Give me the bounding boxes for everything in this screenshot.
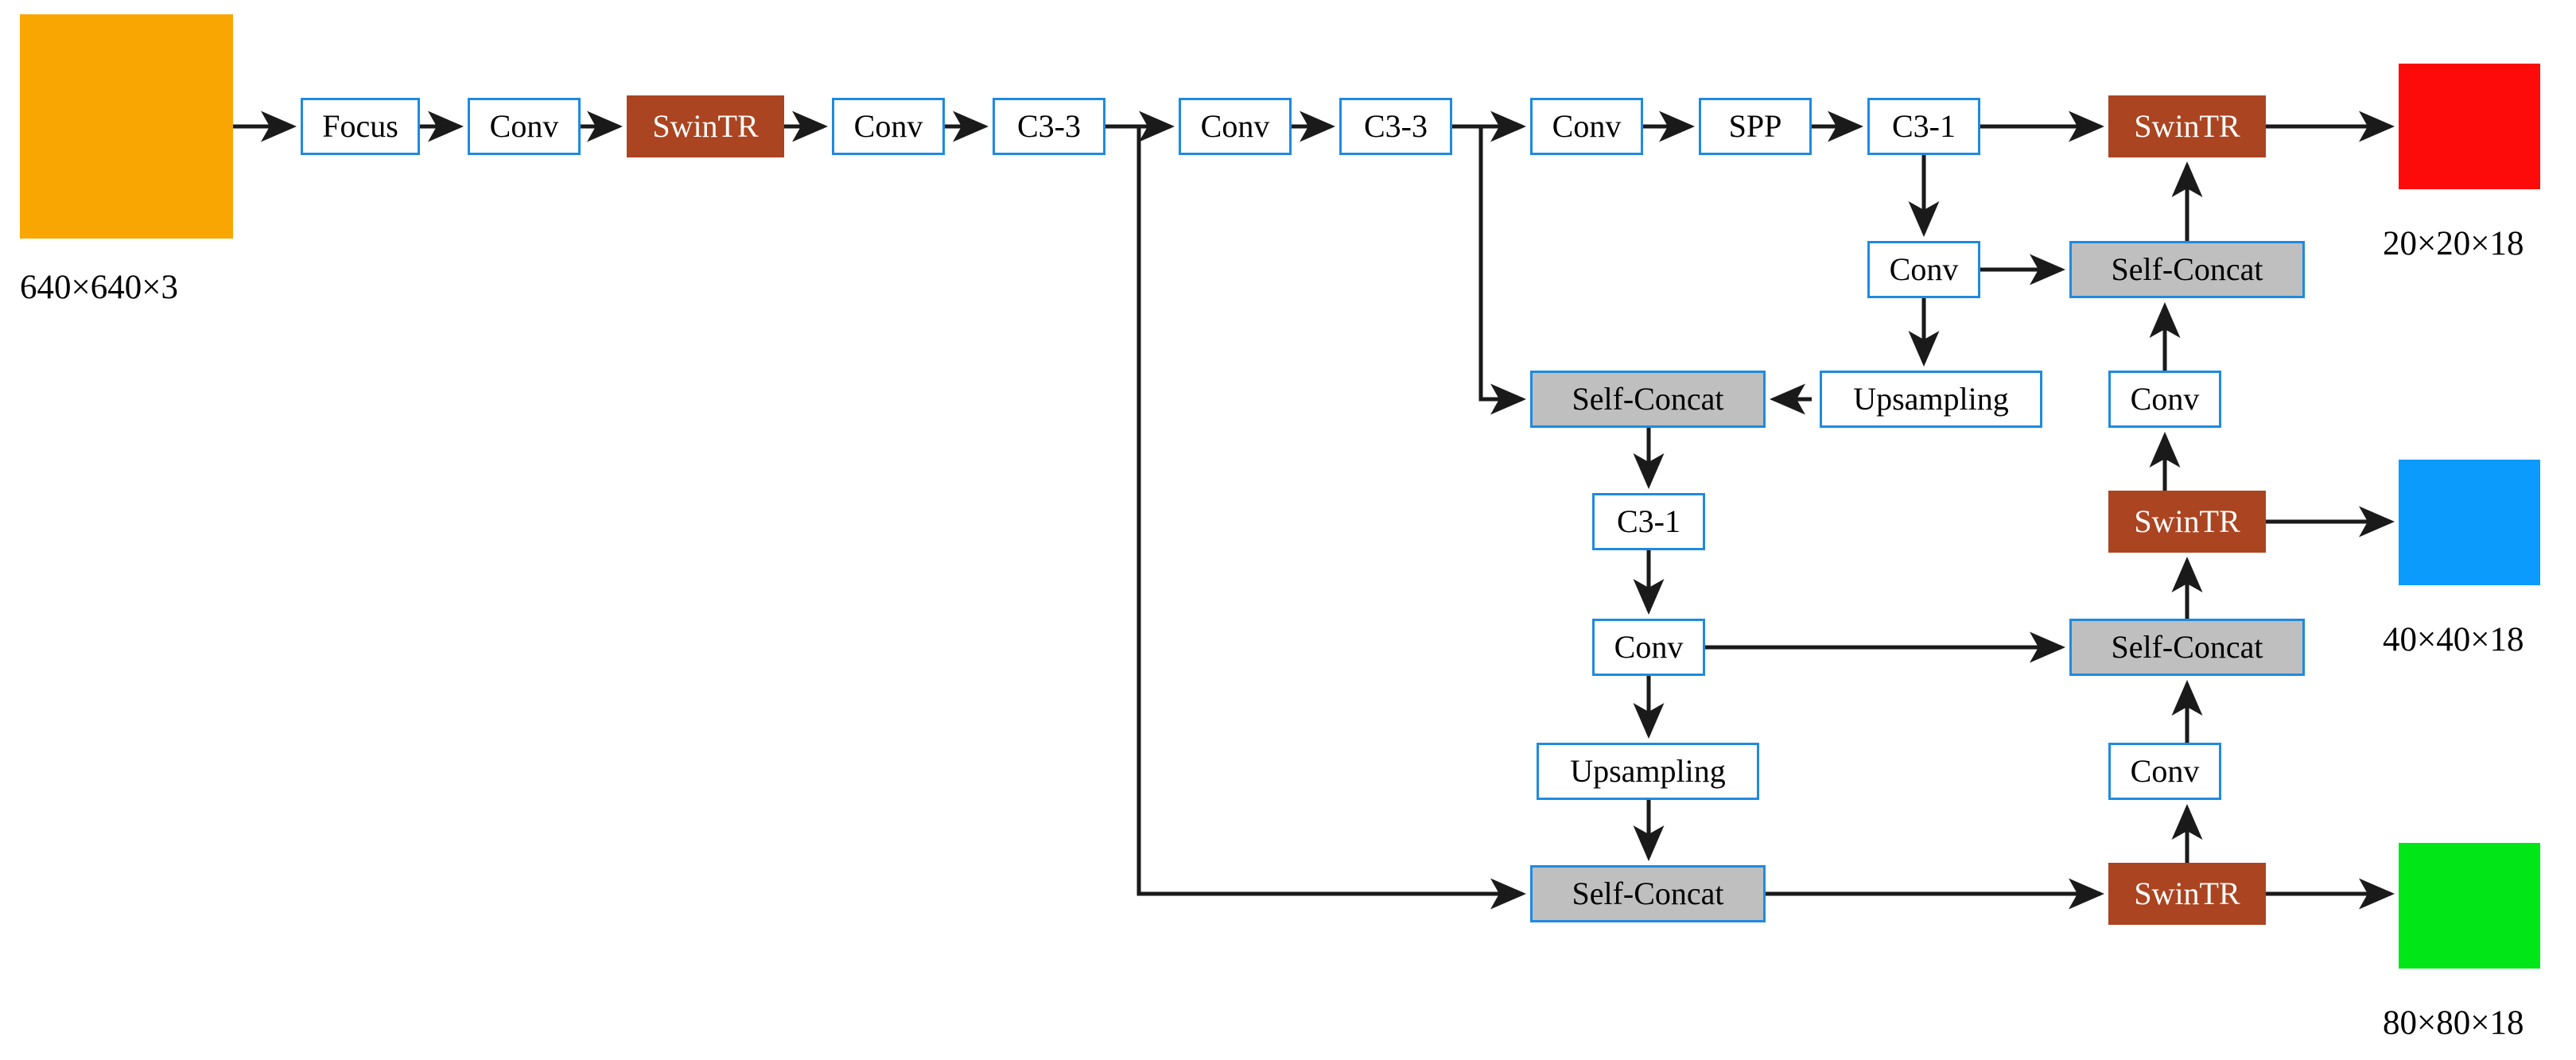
node-swintr-backbone[interactable]: SwinTR: [627, 95, 784, 157]
node-conv-2[interactable]: Conv: [832, 98, 945, 155]
node-conv-6[interactable]: Conv: [2108, 371, 2221, 428]
output-green-label: 80×80×18: [2383, 1004, 2524, 1042]
node-conv-7[interactable]: Conv: [1592, 619, 1705, 676]
output-red-label: 20×20×18: [2383, 225, 2524, 262]
node-swintr-head-medium[interactable]: SwinTR: [2108, 491, 2266, 553]
output-blue-block: [2399, 460, 2540, 585]
node-c3-1-top[interactable]: C3-1: [1867, 98, 1980, 155]
node-c3-3-second[interactable]: C3-3: [1339, 98, 1452, 155]
node-upsampling-1[interactable]: Upsampling: [1820, 371, 2042, 428]
node-conv-8[interactable]: Conv: [2108, 743, 2221, 800]
input-image-block: [20, 14, 233, 239]
node-self-concat-mid-lower[interactable]: Self-Concat: [2069, 619, 2305, 676]
node-swintr-head-small[interactable]: SwinTR: [2108, 95, 2266, 157]
node-conv-4[interactable]: Conv: [1530, 98, 1643, 155]
node-conv-5[interactable]: Conv: [1867, 241, 1980, 298]
node-self-concat-bottom[interactable]: Self-Concat: [1530, 865, 1766, 922]
node-c3-3-first[interactable]: C3-3: [993, 98, 1105, 155]
node-c3-1-mid[interactable]: C3-1: [1592, 493, 1705, 550]
output-green-block: [2399, 843, 2540, 969]
node-focus[interactable]: Focus: [301, 98, 420, 155]
node-self-concat-mid-upper[interactable]: Self-Concat: [1530, 371, 1766, 428]
node-conv-1[interactable]: Conv: [468, 98, 581, 155]
output-red-block: [2399, 64, 2540, 189]
input-image-label: 640×640×3: [20, 269, 179, 306]
node-spp[interactable]: SPP: [1699, 98, 1812, 155]
node-swintr-head-large[interactable]: SwinTR: [2108, 863, 2266, 925]
output-blue-label: 40×40×18: [2383, 621, 2524, 658]
node-conv-3[interactable]: Conv: [1179, 98, 1292, 155]
edge-c3a-concatbot: [1136, 126, 1526, 910]
edge-c3b-concatmid1: [1478, 126, 1526, 415]
node-self-concat-top[interactable]: Self-Concat: [2069, 241, 2305, 298]
node-upsampling-2[interactable]: Upsampling: [1537, 743, 1759, 800]
